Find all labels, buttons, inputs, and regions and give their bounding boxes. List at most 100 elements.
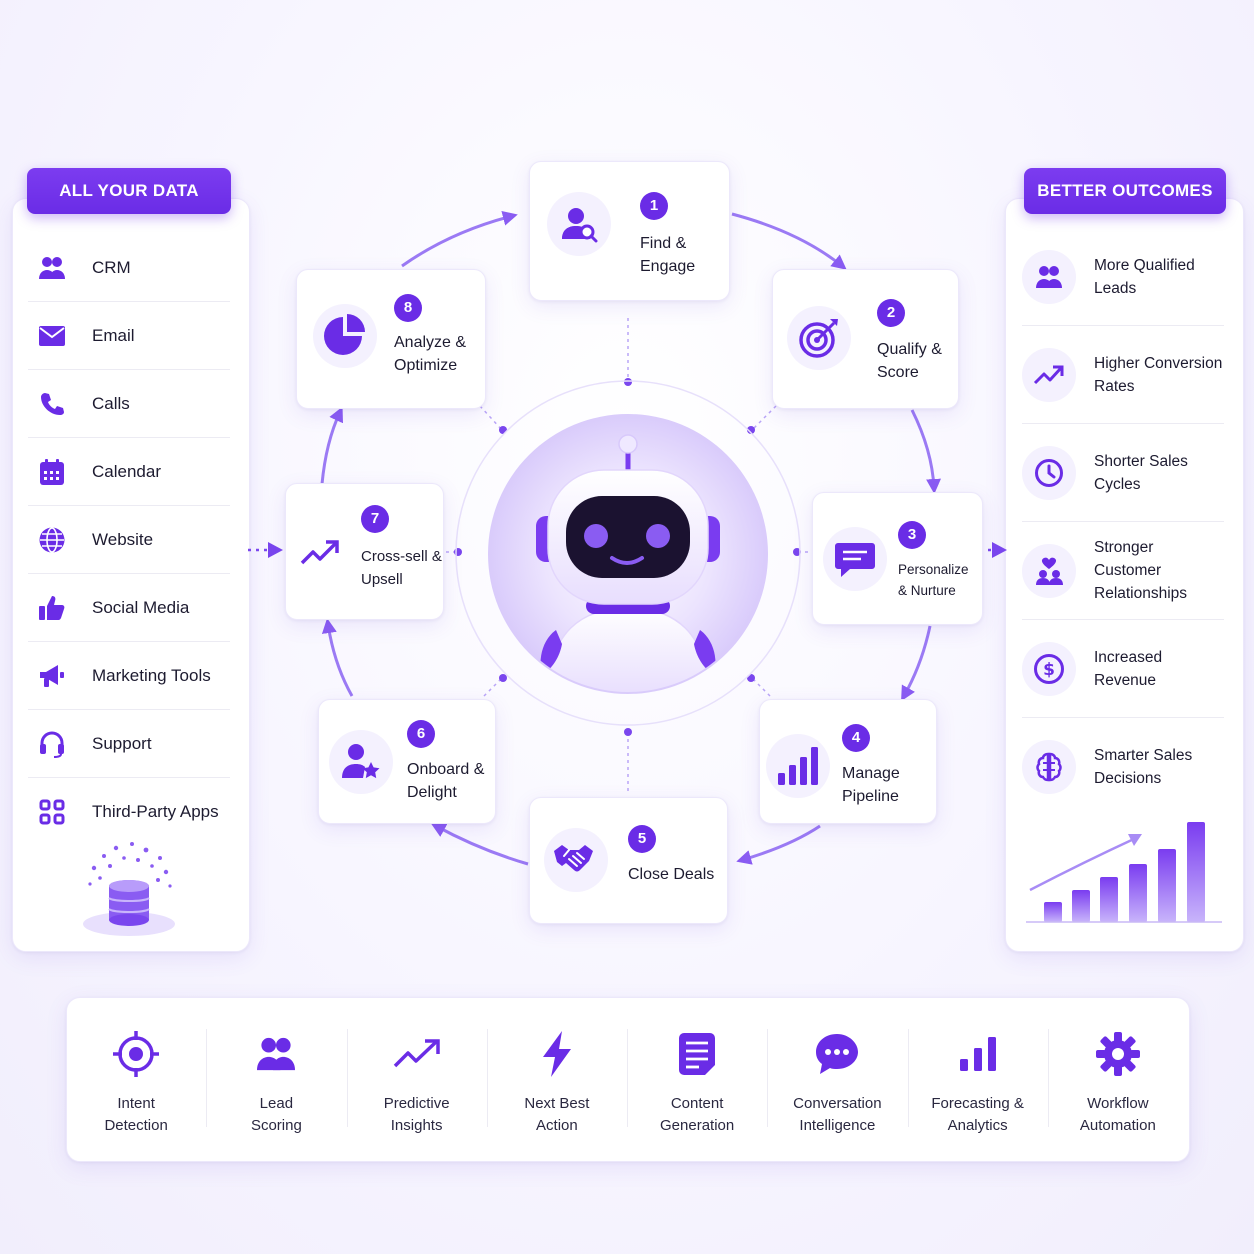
source-label: Social Media: [92, 597, 190, 617]
outcomes-list: More Qualified Leads Higher Conversion R…: [1022, 228, 1224, 815]
handshake-icon: [544, 828, 608, 892]
crosshair-icon: [111, 1029, 161, 1079]
source-item-calls: Calls: [28, 370, 230, 438]
dollar-icon: $: [1022, 641, 1076, 696]
headset-icon: [38, 730, 66, 758]
gear-icon: [1093, 1029, 1143, 1079]
trend-up-icon: [288, 520, 352, 584]
capability-label: Forecasting & Analytics: [931, 1095, 1024, 1134]
stage-number: 3: [898, 521, 926, 549]
user-search-icon: [547, 192, 611, 256]
source-label: Marketing Tools: [92, 665, 211, 685]
apps-grid-icon: [38, 798, 66, 826]
outcome-item: Smarter Sales Decisions: [1022, 718, 1224, 815]
stage-card-7[interactable]: 7 Cross-sell & Upsell: [285, 483, 444, 620]
users-icon: [251, 1029, 301, 1079]
stage-label: Analyze & Optimize: [394, 334, 467, 374]
database-icon: [83, 842, 175, 936]
clock-icon: [1022, 445, 1076, 500]
capability-label: Content Generation: [660, 1095, 735, 1134]
stage-card-4[interactable]: 4 Manage Pipeline: [759, 699, 937, 824]
capability-label: Intent Detection: [104, 1095, 168, 1134]
user-heart-icon: [1022, 543, 1076, 598]
chat-bubble-icon: [812, 1029, 862, 1079]
source-label: Support: [92, 733, 152, 753]
stage-label: Close Deals: [628, 866, 715, 883]
outcome-label: Higher Conversion Rates: [1094, 354, 1223, 395]
source-item-marketing-tools: Marketing Tools: [28, 642, 230, 710]
stage-number: 1: [640, 192, 668, 220]
calendar-icon: [38, 458, 66, 486]
capability-label: Workflow Automation: [1079, 1095, 1156, 1134]
source-item-email: Email: [28, 302, 230, 370]
bar-chart-icon: [953, 1029, 1003, 1079]
capability-workflow-automation: Workflow Automation: [1047, 997, 1188, 1160]
outcome-item: $ Increased Revenue: [1022, 620, 1224, 718]
source-item-calendar: Calendar: [28, 438, 230, 506]
stage-card-8[interactable]: 8 Analyze & Optimize: [296, 269, 486, 409]
data-sources-panel: [12, 198, 250, 952]
lightning-icon: [532, 1029, 582, 1079]
source-item-crm: CRM: [28, 234, 230, 302]
data-sources-list: CRM Email Calls Calendar Website Social …: [28, 234, 230, 845]
megaphone-icon: [38, 662, 66, 690]
stage-card-3[interactable]: 3 Personalize & Nurture: [812, 492, 983, 625]
stage-label: Onboard & Delight: [407, 761, 485, 801]
stage-label: Find & Engage: [640, 235, 696, 275]
capabilities-bar: Intent Detection Lead Scoring Predictive…: [66, 997, 1188, 1160]
capability-label: Predictive Insights: [383, 1095, 450, 1134]
source-label: Website: [92, 529, 154, 549]
outcomes-title: BETTER OUTCOMES: [1024, 168, 1226, 214]
source-label: CRM: [92, 257, 131, 277]
capability-content-generation: Content Generation: [627, 997, 767, 1160]
outcome-label: Smarter Sales Decisions: [1094, 746, 1193, 787]
source-item-third-party-apps: Third-Party Apps: [28, 778, 230, 845]
robot-icon: [488, 414, 768, 694]
trend-up-icon: [392, 1029, 442, 1079]
envelope-icon: [38, 322, 66, 350]
stage-number: 2: [877, 299, 905, 327]
capability-intent-detection: Intent Detection: [66, 997, 206, 1160]
outcome-label: Stronger Customer Relationships: [1094, 539, 1188, 602]
users-icon: [38, 254, 66, 282]
outcome-label: More Qualified Leads: [1094, 256, 1195, 297]
source-item-social-media: Social Media: [28, 574, 230, 642]
capability-lead-scoring: Lead Scoring: [206, 997, 346, 1160]
capability-predictive-insights: Predictive Insights: [346, 997, 487, 1160]
stage-label: Qualify & Score: [877, 341, 942, 381]
document-icon: [672, 1029, 722, 1079]
outcome-label: Increased Revenue: [1094, 648, 1163, 689]
stage-card-6[interactable]: 6 Onboard & Delight: [318, 699, 496, 824]
stage-label: Cross-sell & Upsell: [361, 548, 442, 588]
capability-forecasting-analytics: Forecasting & Analytics: [907, 997, 1048, 1160]
capability-label: Next Best Action: [524, 1095, 590, 1134]
growth-bars-icon: [1026, 822, 1222, 923]
user-star-icon: [329, 730, 393, 794]
stage-card-2[interactable]: 2 Qualify & Score: [772, 269, 959, 409]
source-label: Third-Party Apps: [92, 801, 219, 821]
trend-up-icon: [1022, 347, 1076, 402]
target-icon: [787, 306, 851, 370]
stage-card-1[interactable]: 1 Find & Engage: [529, 161, 730, 301]
capability-conversation-intelligence: Conversation Intelligence: [767, 997, 907, 1160]
users-icon: [1022, 249, 1076, 304]
stage-card-5[interactable]: 5 Close Deals: [529, 797, 728, 924]
stage-number: 7: [361, 505, 389, 533]
stage-number: 8: [394, 294, 422, 322]
source-item-website: Website: [28, 506, 230, 574]
source-label: Calls: [92, 393, 130, 413]
chat-icon: [823, 527, 887, 591]
svg-text:$: $: [1043, 660, 1055, 680]
thumbs-up-icon: [38, 594, 66, 622]
capability-next-best-action: Next Best Action: [486, 997, 627, 1160]
data-sources-title: ALL YOUR DATA: [27, 168, 231, 214]
outcome-item: Stronger Customer Relationships: [1022, 522, 1224, 620]
globe-icon: [38, 526, 66, 554]
capability-label: Lead Scoring: [250, 1095, 302, 1134]
pie-chart-icon: [313, 304, 377, 368]
source-label: Email: [92, 325, 135, 345]
source-item-support: Support: [28, 710, 230, 778]
outcome-item: Higher Conversion Rates: [1022, 326, 1224, 424]
stage-number: 5: [628, 825, 656, 853]
